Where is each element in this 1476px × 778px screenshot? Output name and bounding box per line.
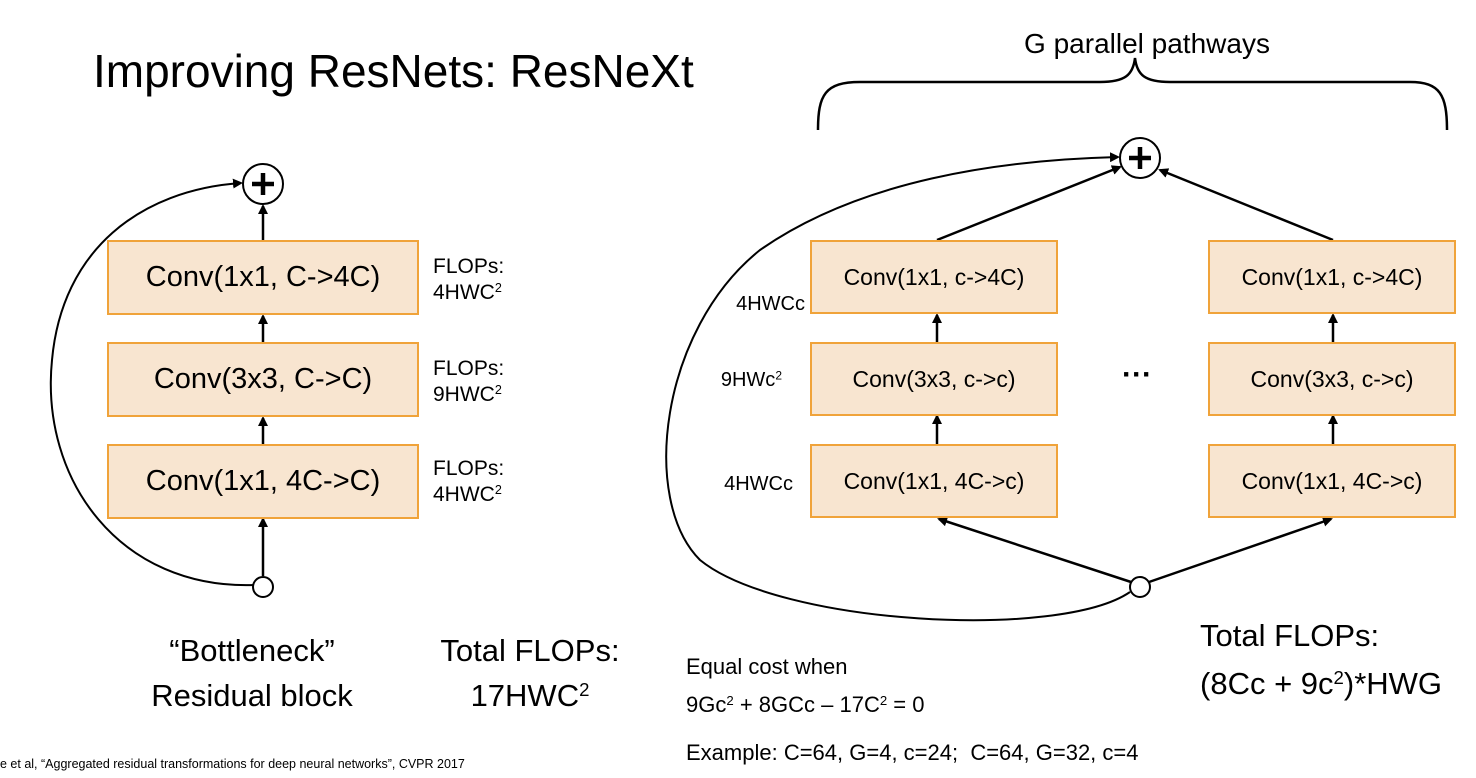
input-node [252, 576, 274, 598]
conv-box: Conv(3x3, C->C) [107, 342, 419, 417]
flops-label: 9HWc2 [720, 368, 782, 391]
skip-connection [665, 152, 1131, 622]
block-caption: “Bottleneck”Residual block [151, 633, 353, 713]
arrow [937, 516, 1132, 584]
total-flops-left: Total FLOPs:17HWC2 [440, 633, 620, 713]
ellipsis: ··· [1122, 358, 1152, 391]
flops-label: 4HWCc [736, 293, 805, 315]
arrow [936, 165, 1122, 242]
example-text: Example: C=64, G=4, c=24; C=64, G=32, c=… [686, 740, 1139, 765]
equal-cost-label: Equal cost when [686, 654, 848, 679]
plus-icon [1129, 147, 1151, 169]
equal-cost-equation: 9Gc2 + 8GCc – 17C2 = 0 [686, 692, 925, 717]
flops-label: FLOPs:4HWC2 [433, 255, 505, 304]
conv-box: Conv(1x1, c->4C) [1208, 240, 1456, 314]
arrow [1158, 168, 1334, 242]
skip-connection [49, 178, 256, 587]
conv-box: Conv(1x1, c->4C) [810, 240, 1058, 314]
flops-label: FLOPs:4HWC2 [433, 457, 505, 506]
pathways-header: G parallel pathways [1024, 28, 1270, 59]
citation: e et al, “Aggregated residual transforma… [0, 757, 465, 771]
arrow [1148, 516, 1333, 584]
conv-box: Conv(3x3, c->c) [1208, 342, 1456, 416]
input-node [1129, 576, 1151, 598]
brace [816, 57, 1449, 131]
plus-icon [252, 173, 274, 195]
flops-label: FLOPs:9HWC2 [433, 357, 505, 406]
conv-box: Conv(1x1, 4C->c) [1208, 444, 1456, 518]
conv-box: Conv(1x1, C->4C) [107, 240, 419, 315]
conv-box: Conv(1x1, 4C->c) [810, 444, 1058, 518]
conv-box: Conv(3x3, c->c) [810, 342, 1058, 416]
page-title: Improving ResNets: ResNeXt [93, 45, 694, 97]
conv-box: Conv(1x1, 4C->C) [107, 444, 419, 519]
total-flops-right: Total FLOPs:(8Cc + 9c2)*HWG [1200, 618, 1443, 701]
flops-label: 4HWCc [724, 473, 793, 495]
